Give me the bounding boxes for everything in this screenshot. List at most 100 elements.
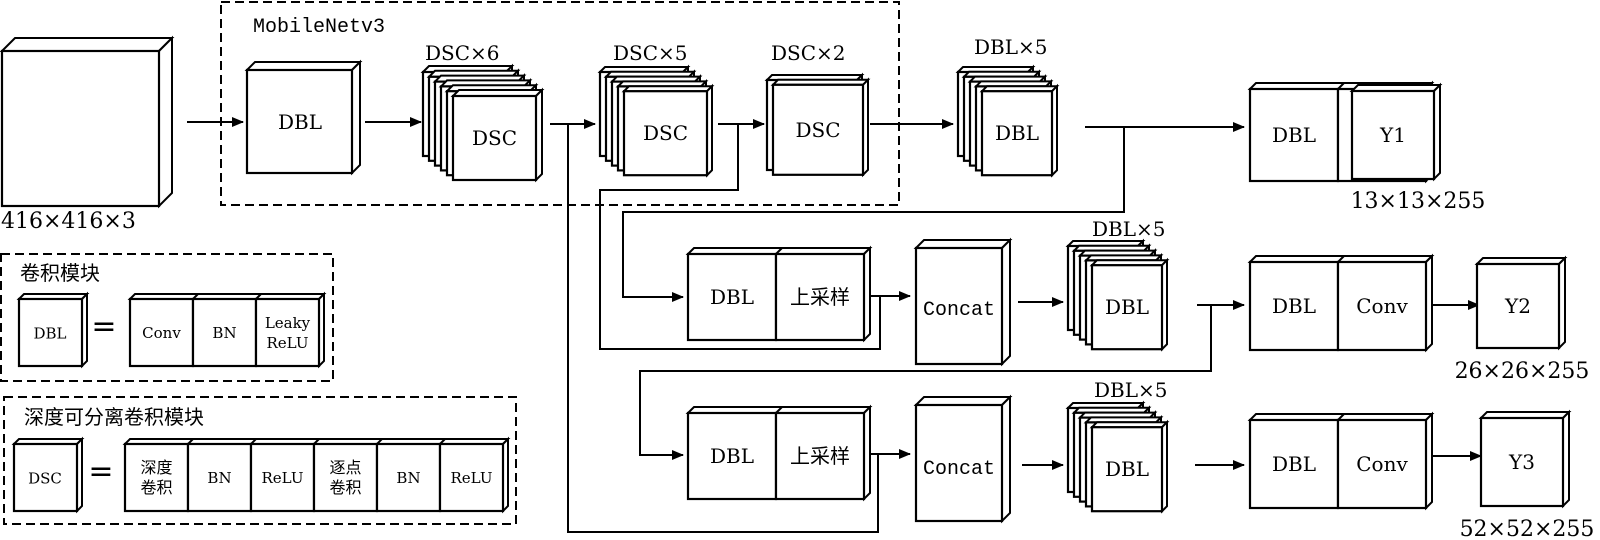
input-tensor-top	[0, 37, 175, 52]
legend-dsc-cells-cell	[438, 442, 505, 513]
head-2-top-divider	[1337, 255, 1345, 263]
skip-dbl5-to-upsample2	[622, 127, 1125, 302]
head-3-cell	[1336, 418, 1428, 510]
dbl5c-count-label: DBL×5	[1094, 378, 1168, 402]
dsc6-stack-layer	[450, 87, 545, 183]
backbone-dbl-face	[245, 68, 354, 175]
legend-dsc-cells-top-divider	[376, 438, 383, 445]
legend-dsc-symbol	[11, 436, 85, 514]
concat-3-top	[913, 396, 1013, 406]
head-1-cell-label: DBL	[1272, 123, 1316, 147]
dbl5-stack-1: DBL	[955, 64, 1060, 178]
upsample-3-cell-label: 上采样	[790, 444, 850, 468]
dsc2-stack-layer-face	[771, 83, 865, 176]
legend-dsc-cells-cell-label: BN	[207, 469, 231, 487]
dsc2-stack: DSC	[764, 72, 871, 178]
output-y1	[1349, 82, 1443, 182]
output-y2-label: Y2	[1504, 294, 1531, 318]
dbl5-stack-2-layer	[1089, 257, 1170, 352]
upsample-3-top-divider	[775, 406, 783, 414]
legend-conv-cells-cell	[254, 297, 321, 368]
concat-2-top	[913, 239, 1013, 249]
dbl5-stack-1-label: DBL	[995, 121, 1039, 145]
dsc2-count-label: DSC×2	[771, 41, 846, 65]
concat-3-label: Concat	[923, 458, 995, 481]
legend-dsc-symbol-label: DSC	[28, 470, 62, 488]
dbl5-stack-3-label: DBL	[1105, 457, 1149, 481]
dsc6-stack: DSC	[420, 63, 545, 183]
legend-dsc-cells-top-divider	[187, 438, 194, 445]
head-3: DBL Conv	[1247, 411, 1435, 511]
dbl5-stack-1-layer	[979, 83, 1060, 178]
upsample-2-top-divider	[775, 247, 783, 255]
legend-conv-cells-cell	[191, 297, 258, 368]
skip-dbl5b-to-upsample3	[639, 305, 1212, 460]
backbone-dbl-side	[351, 59, 361, 176]
legend-dsc-cells-top-divider	[250, 438, 257, 445]
head-3-cell-label: DBL	[1272, 452, 1316, 476]
dbl5-stack-3: DBL	[1065, 400, 1170, 514]
mobilenet-label: MobileNetv3	[253, 16, 385, 39]
head-3-cell	[1248, 418, 1340, 510]
upsample-2-cell-label: DBL	[710, 285, 754, 309]
head-1-top-divider	[1337, 82, 1345, 90]
legend-dsc-cells-top-divider	[313, 438, 320, 445]
y2-size-label: 26×26×255	[1455, 359, 1590, 384]
head-2-cell-label: Conv	[1356, 294, 1408, 318]
concat-2	[913, 237, 1013, 367]
output-y3-face	[1479, 416, 1565, 508]
input-tensor-face	[0, 49, 161, 208]
legend-dsc-cells-cell-label: ReLU	[262, 469, 304, 487]
upsample-3-cell	[774, 411, 866, 501]
concat-2-face	[914, 246, 1004, 366]
legend-dsc-title: 深度可分离卷积模块	[24, 405, 204, 429]
y1-size-label: 13×13×255	[1351, 189, 1486, 214]
legend-dsc-symbol-face	[12, 442, 79, 513]
blocks: DBLDSCDSCDSCDBLDBLConvY1DBL上采样ConcatDBLD…	[0, 35, 1572, 524]
legend-dsc-cells-top-divider	[439, 438, 446, 445]
legend-dsc-cells-cell	[312, 442, 379, 513]
legend-dsc-cells-cell-label: BN	[396, 469, 420, 487]
legend-conv-cells-top-divider	[255, 293, 262, 300]
connections	[187, 117, 1482, 533]
legend-dsc-equals: =	[88, 454, 113, 489]
upsample-2-cell	[774, 252, 866, 342]
head-2-cell-label: DBL	[1272, 294, 1316, 318]
backbone-dbl-top	[244, 61, 363, 71]
legend-dsc-cells-cell	[123, 442, 190, 513]
dbl5-stack-2-layer-face	[1090, 264, 1164, 351]
backbone-dbl-label: DBL	[278, 110, 322, 134]
upsample-2-cell	[686, 252, 778, 342]
output-y3-label: Y3	[1508, 450, 1535, 474]
legend-conv-equals: =	[91, 309, 116, 344]
dsc5-stack-label: DSC	[643, 121, 688, 145]
output-y1-label: Y1	[1379, 123, 1406, 147]
head-3-cell-label: Conv	[1356, 452, 1408, 476]
concat-2-label: Concat	[923, 299, 995, 322]
legend-dsc-cells-cell-label: 逐点卷积	[329, 458, 361, 497]
dsc6-stack-label: DSC	[472, 126, 517, 150]
output-y2	[1474, 255, 1568, 351]
legend-conv-symbol-label: DBL	[33, 325, 66, 343]
dsc5-stack-layer-face	[622, 90, 709, 177]
legend-dsc-cells-cell-label: ReLU	[451, 469, 493, 487]
dsc5-count-label: DSC×5	[613, 41, 688, 65]
legend-conv-symbol	[16, 291, 90, 369]
legend-conv-cells-cell	[128, 297, 195, 368]
dbl5-stack-2-label: DBL	[1105, 295, 1149, 319]
legend-dsc-cells-cell	[249, 442, 316, 513]
legend-conv-title: 卷积模块	[20, 261, 100, 285]
dsc5-stack: DSC	[597, 64, 715, 178]
head-2: DBL Conv	[1247, 253, 1435, 353]
output-y1-face	[1350, 89, 1436, 181]
concat-2-side	[1001, 237, 1011, 367]
y3-size-label: 52×52×255	[1460, 517, 1595, 540]
legend-conv-cells-top-divider	[192, 293, 199, 300]
output-y2-face	[1475, 262, 1561, 350]
